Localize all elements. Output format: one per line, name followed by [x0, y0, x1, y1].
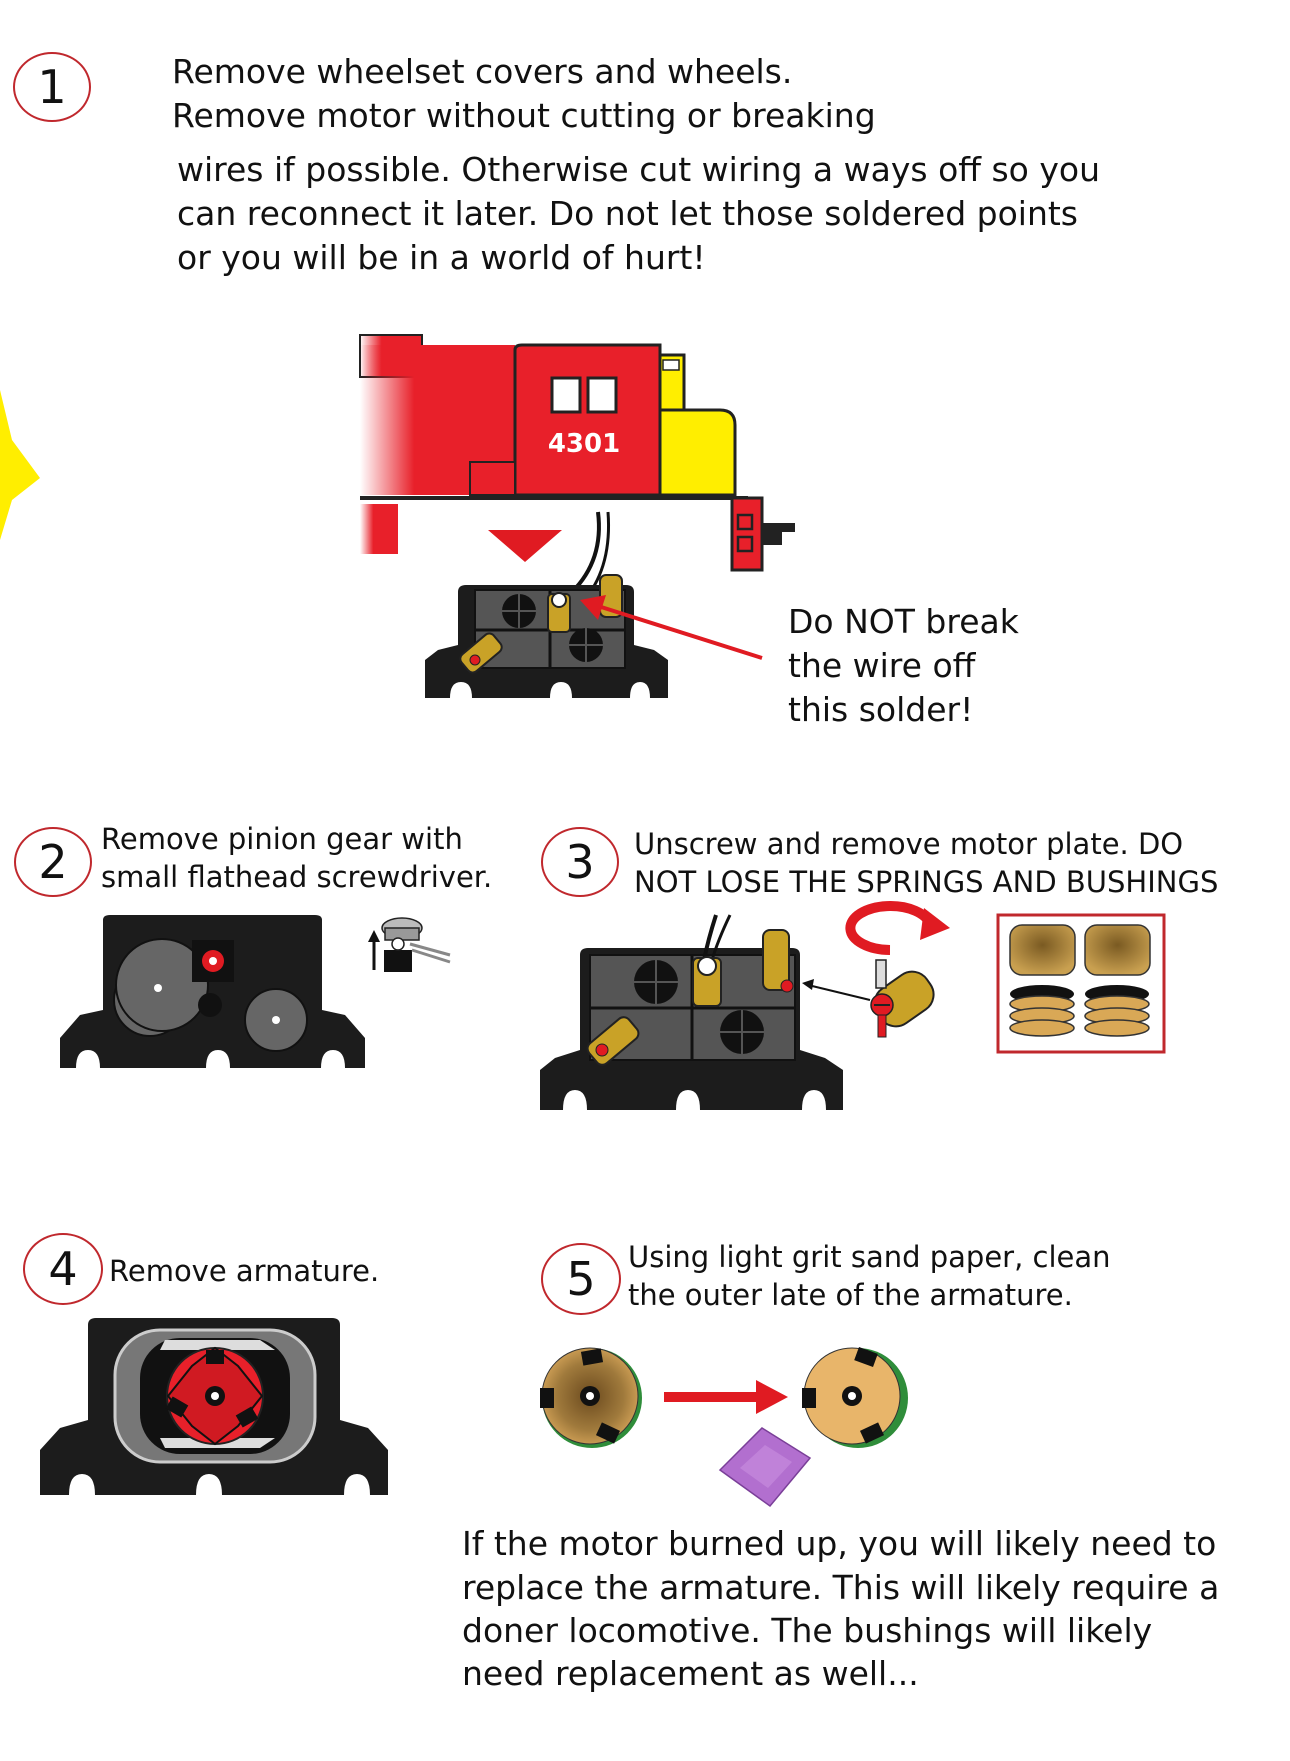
callout-text-line: the wire off: [788, 646, 976, 685]
pinion-gear-icon: [368, 917, 451, 972]
callout-text-line: this solder!: [788, 690, 974, 729]
locomotive-illustration: 4301: [359, 334, 795, 599]
step-3-text-line: Unscrew and remove motor plate. DO: [634, 827, 1184, 861]
spring-icon: [1084, 985, 1150, 1037]
motor-truck-illustration: [425, 574, 763, 698]
bushings-springs-box: [996, 913, 1166, 1054]
step-3-number: 3: [541, 827, 619, 897]
rotate-arrow-icon: [845, 901, 950, 955]
sandpaper-icon: [718, 1427, 812, 1508]
step-3-text-line: NOT LOSE THE SPRINGS AND BUSHINGS: [634, 865, 1219, 899]
step-1-text-line: wires if possible. Otherwise cut wiring …: [177, 150, 1100, 189]
clean-commutator: [802, 1347, 908, 1448]
step-2-text-line: Remove pinion gear with: [101, 822, 463, 856]
step-2-motor-illustration: [60, 915, 451, 1068]
star-icon: [0, 390, 40, 540]
footer-text-line: doner locomotive. The bushings will like…: [462, 1611, 1153, 1650]
callout-text-line: Do NOT break: [788, 602, 1019, 641]
step-1-text-line: or you will be in a world of hurt!: [177, 238, 706, 277]
screw-icon: [870, 959, 935, 1038]
footer-text-line: If the motor burned up, you will likely …: [462, 1524, 1217, 1563]
step-5-text-line: Using light grit sand paper, clean: [628, 1240, 1111, 1274]
step-1-number: 1: [13, 52, 91, 122]
footer-text-line: replace the armature. This will likely r…: [462, 1568, 1220, 1607]
step-5-commutator-illustration: [540, 1347, 908, 1508]
step-1-text-line: Remove motor without cutting or breaking: [172, 96, 876, 135]
step-2-text-line: small flathead screwdriver.: [101, 860, 493, 894]
right-arrow-icon: [664, 1380, 788, 1414]
step-3-motor-illustration: [540, 901, 1166, 1110]
step-4-number: 4: [23, 1233, 103, 1305]
step-5-text-line: the outer late of the armature.: [628, 1278, 1073, 1312]
footer-text-line: need replacement as well...: [462, 1654, 919, 1693]
dirty-commutator: [540, 1347, 642, 1448]
step-4-armature-illustration: [40, 1318, 388, 1495]
down-arrow-icon: [488, 530, 562, 562]
step-2-number: 2: [14, 827, 92, 897]
step-1-text-line: can reconnect it later. Do not let those…: [177, 194, 1078, 233]
spring-icon: [1009, 985, 1075, 1037]
step-4-text-line: Remove armature.: [109, 1254, 380, 1288]
callout-arrow-icon: [580, 595, 606, 620]
step-5-number: 5: [541, 1243, 621, 1315]
locomotive-number: 4301: [548, 429, 620, 459]
step-1-text-line: Remove wheelset covers and wheels.: [172, 52, 793, 91]
